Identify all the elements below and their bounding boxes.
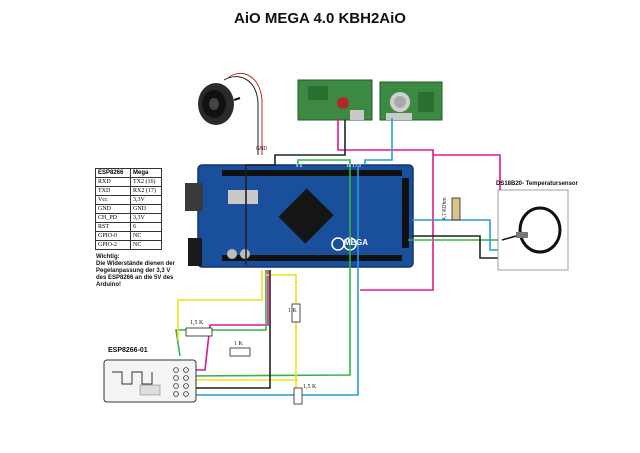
resistor-r1 [185, 327, 213, 337]
wire-blue [186, 165, 359, 396]
table-cell: RX2 (17) [130, 186, 162, 196]
wire-5v [360, 155, 434, 291]
arduino-mega-board [185, 164, 414, 268]
resistor-r2 [229, 347, 251, 357]
table-header-esp: ESP8266 [95, 168, 131, 178]
wire-5v-rf [337, 118, 434, 155]
resistor-4k7 [451, 197, 461, 221]
wire-blue-rf [364, 118, 393, 165]
rf-transmitter-module [297, 79, 373, 121]
table-cell: NC [130, 231, 162, 241]
table-cell: 6 [130, 222, 162, 232]
sensor-label: DS18B20- Temperatursensor [496, 181, 578, 187]
esp8266-module [103, 359, 197, 403]
table-cell: Vcc [95, 195, 131, 205]
wire-gnd-esp [186, 270, 271, 389]
table-cell: TX2 (16) [130, 177, 162, 187]
resistors [185, 197, 461, 405]
resistor-r3 [291, 303, 301, 323]
table-cell: RST [95, 222, 131, 232]
table-cell: TXD [95, 186, 131, 196]
resistor-r4 [293, 387, 303, 405]
wire-3v3 [210, 270, 269, 326]
label-board-name: MEGA [344, 238, 368, 247]
label-r3: 1 K [288, 308, 298, 314]
label-r4: 1,5 K [303, 384, 317, 390]
table-cell: NC [130, 240, 162, 250]
table-cell: GPIO-2 [95, 240, 131, 250]
table-cell: GND [130, 204, 162, 214]
table-cell: 3,3V [130, 195, 162, 205]
table-cell: 3,3V [130, 213, 162, 223]
label-tx: 16 17 3 [346, 163, 362, 168]
table-cell: CH_PD [95, 213, 131, 223]
esp-module-label: ESP8266-01 [108, 347, 148, 354]
wire-tx2 [266, 274, 297, 400]
wire-gnd [245, 120, 346, 265]
page-title: AiO MEGA 4.0 KBH2AiO [234, 10, 406, 27]
label-r2: 1 K [234, 341, 244, 347]
table-header-mega: Mega [130, 168, 162, 178]
table-cell: RXD [95, 177, 131, 187]
table-header-row: ESP8266 Mega [95, 168, 162, 178]
buzzer [198, 73, 263, 155]
warning-note: Wichtig: Die Widerstände dienen der Pege… [96, 254, 176, 289]
wire-green-esp [175, 270, 267, 357]
table-cell: GND [95, 204, 131, 214]
wire-blue-sensor [412, 219, 500, 251]
rf-receiver-module [379, 81, 443, 121]
label-gnd: GND [256, 146, 268, 152]
label-r1: 1,5 K [190, 320, 204, 326]
table-cell: GPIO-0 [95, 231, 131, 241]
wires [175, 118, 501, 400]
ds18b20-sensor [497, 189, 569, 271]
wire-gnd-sensor [412, 235, 500, 259]
label-rx: 6 5 [296, 163, 303, 168]
note-heading: Wichtig: [96, 254, 120, 260]
note-text: Die Widerstände dienen der Pegelanpassun… [96, 261, 175, 288]
wire-rx2 [177, 270, 263, 340]
label-4k7: 4,7 KOhm [442, 197, 448, 220]
